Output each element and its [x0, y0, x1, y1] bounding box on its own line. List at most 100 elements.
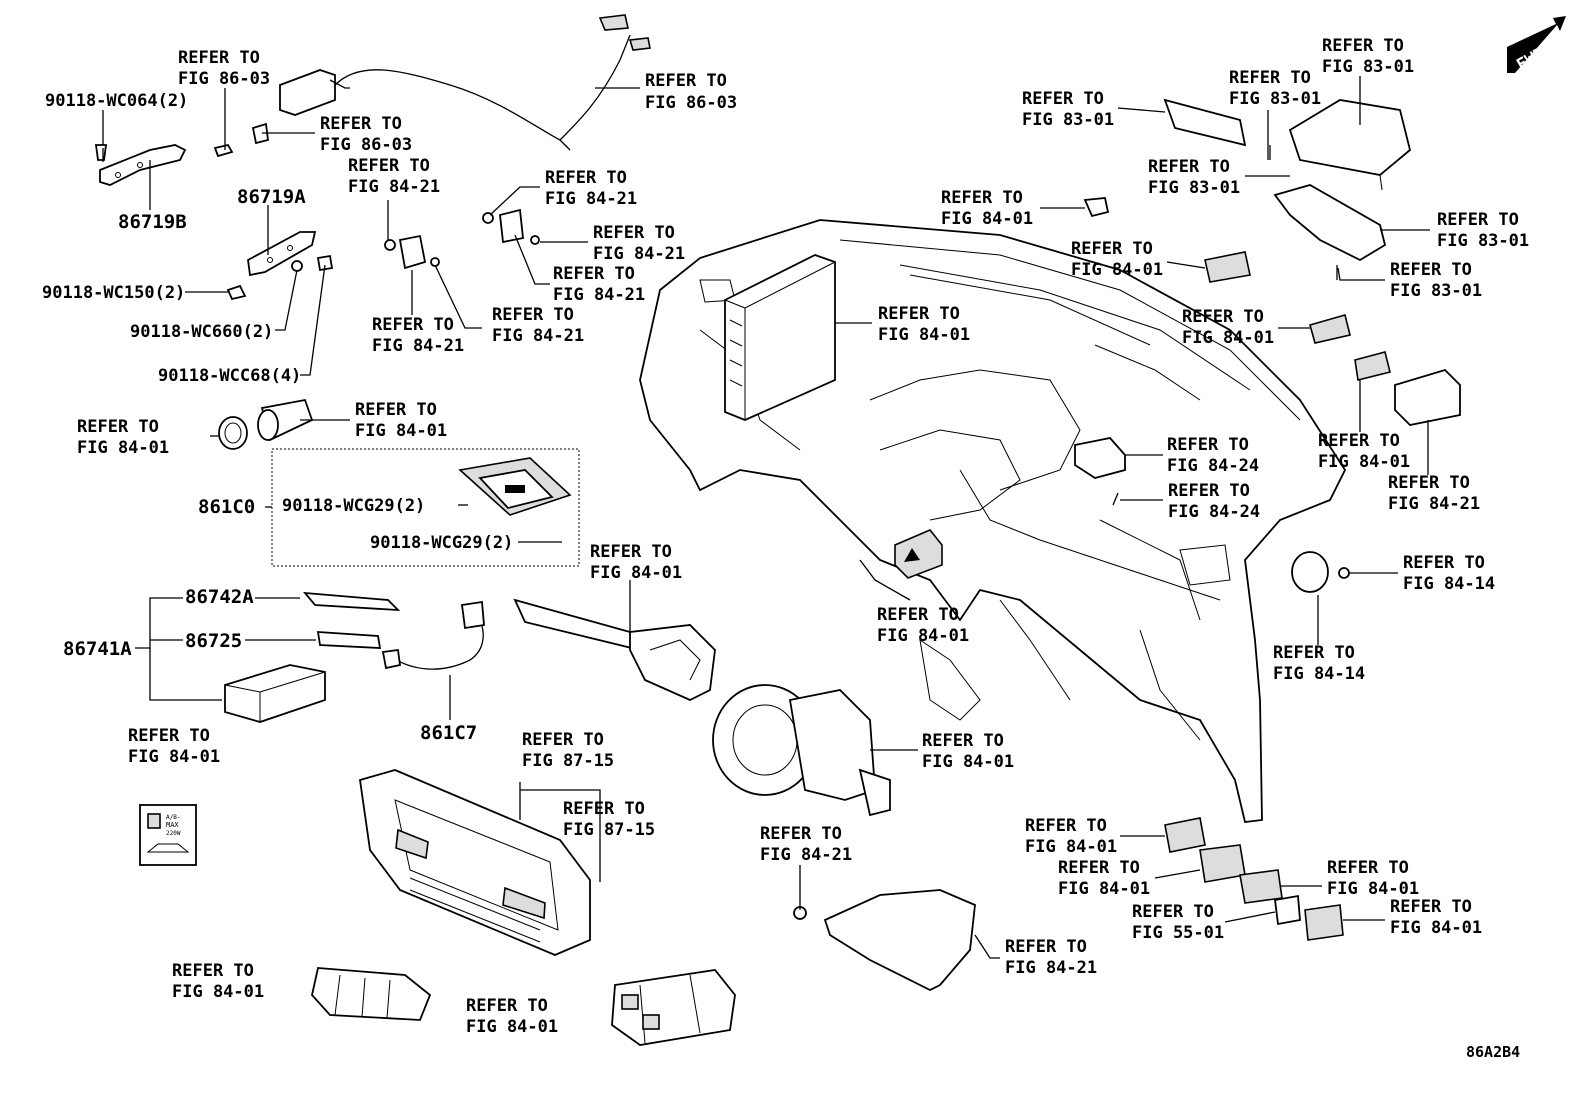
panel-83-01-drawing: [1163, 98, 1247, 147]
refer-label: REFER TO: [320, 114, 402, 134]
refer-label: REFER TO: [941, 188, 1023, 208]
fig-ref-label: FIG 84-01: [1327, 879, 1419, 899]
fig-ref-label: FIG 86-03: [320, 135, 412, 155]
refer-label: REFER TO: [1229, 68, 1311, 88]
fig-ref-label: FIG 84-01: [1058, 879, 1150, 899]
harness-86-03-drawing: [213, 14, 651, 158]
refer-label: REFER TO: [1327, 858, 1409, 878]
fig-ref-label: FIG 83-01: [1437, 231, 1529, 251]
refer-label: REFER TO: [522, 730, 604, 750]
sensor-84-01-drawing: [1083, 197, 1461, 426]
fig-ref-label: FIG 84-01: [1182, 328, 1274, 348]
fig-ref-label: FIG 84-14: [1403, 574, 1495, 594]
refer-label: REFER TO: [492, 305, 574, 325]
fig-ref-label: FIG 84-01: [1071, 260, 1163, 280]
part-number-label: 86725: [185, 630, 242, 652]
label-card-line2: MAX: [166, 821, 179, 829]
fig-ref-label: FIG 83-01: [1022, 110, 1114, 130]
label-card-line3: 220W: [166, 830, 181, 837]
fig-ref-label: FIG 84-01: [922, 752, 1014, 772]
refer-label: REFER TO: [1148, 157, 1230, 177]
refer-label: REFER TO: [1182, 307, 1264, 327]
fig-ref-label: FIG 84-21: [760, 845, 852, 865]
refer-label: REFER TO: [878, 304, 960, 324]
label-card-line1: A/B-: [166, 814, 180, 821]
relay-84-24-drawing: [1074, 437, 1126, 506]
refer-label: REFER TO: [1403, 553, 1485, 573]
refer-label: REFER TO: [1167, 435, 1249, 455]
fwd-arrow-icon: FWD: [1507, 16, 1566, 74]
fig-ref-label: FIG 55-01: [1132, 923, 1224, 943]
refer-label: REFER TO: [545, 168, 627, 188]
refer-label: REFER TO: [760, 824, 842, 844]
part-number-label: 90118-WC150(2): [42, 283, 185, 303]
fig-ref-label: FIG 84-01: [1390, 918, 1482, 938]
diagram-id: 86A2B4: [1466, 1043, 1520, 1061]
refer-label: REFER TO: [77, 417, 159, 437]
part-number-label: 90118-WC660(2): [130, 322, 273, 342]
refer-label: REFER TO: [172, 961, 254, 981]
fig-ref-label: FIG 84-24: [1167, 456, 1259, 476]
refer-label: REFER TO: [593, 223, 675, 243]
fig-ref-label: FIG 86-03: [645, 93, 737, 113]
refer-label: REFER TO: [1132, 902, 1214, 922]
refer-label: REFER TO: [1022, 89, 1104, 109]
fig-ref-label: FIG 87-15: [563, 820, 655, 840]
part-number-label: 90118-WCG29(2): [282, 496, 425, 516]
fig-ref-label: FIG 84-01: [1318, 452, 1410, 472]
cable-861c7-drawing: [381, 600, 485, 670]
refer-label: REFER TO: [553, 264, 635, 284]
bracket-86719a-drawing: [226, 231, 334, 301]
refer-label: REFER TO: [1058, 858, 1140, 878]
refer-label: REFER TO: [1318, 431, 1400, 451]
part-number-label: 90118-WCC68(4): [158, 366, 301, 386]
refer-label: REFER TO: [1005, 937, 1087, 957]
refer-label: REFER TO: [877, 605, 959, 625]
fig-ref-label: FIG 84-14: [1273, 664, 1365, 684]
fig-ref-label: FIG 83-01: [1322, 57, 1414, 77]
spiral-cable-drawing: [712, 684, 891, 817]
part-number-label: 861C7: [420, 722, 477, 744]
part-number-label: 90118-WCG29(2): [370, 533, 513, 553]
sensor-84-14-drawing: [1291, 551, 1350, 593]
module-86741a-drawing: [224, 664, 326, 723]
bracket-83-01-drawing: [1273, 184, 1387, 262]
caution-label-card: A/B- MAX 220W: [139, 804, 197, 866]
switch-d-drawing: [1274, 894, 1301, 926]
refer-label: REFER TO: [1168, 481, 1250, 501]
refer-label: REFER TO: [563, 799, 645, 819]
refer-label: REFER TO: [348, 156, 430, 176]
labels: REFER TO FIG 86-03 90118-WC064(2) 86719B…: [42, 36, 1529, 1061]
refer-label: REFER TO: [128, 726, 210, 746]
ecu-module-drawing: [724, 254, 836, 421]
fig-ref-label: FIG 84-01: [77, 438, 169, 458]
fig-ref-label: FIG 84-01: [355, 421, 447, 441]
refer-label: REFER TO: [372, 315, 454, 335]
fig-ref-label: FIG 84-21: [492, 326, 584, 346]
part-number-label: 861C0: [198, 496, 255, 518]
fig-ref-label: FIG 83-01: [1229, 89, 1321, 109]
switch-block-right-drawing: [611, 969, 736, 1046]
power-outlet-drawing: [218, 398, 314, 450]
refer-label: REFER TO: [1322, 36, 1404, 56]
switch-c-drawing: [1239, 869, 1283, 904]
refer-label: REFER TO: [1390, 897, 1472, 917]
tuner-86725-drawing: [316, 631, 382, 649]
refer-label: REFER TO: [1273, 643, 1355, 663]
part-number-label: 86719A: [237, 186, 306, 208]
combination-switch-drawing: [513, 598, 716, 701]
leader-lines: [102, 76, 1430, 959]
refer-label: REFER TO: [355, 400, 437, 420]
fig-ref-label: FIG 83-01: [1390, 281, 1482, 301]
refer-label: REFER TO: [645, 71, 727, 91]
fig-ref-label: FIG 84-21: [1388, 494, 1480, 514]
climate-control-panel-drawing: [358, 769, 591, 956]
fig-ref-label: FIG 84-21: [1005, 958, 1097, 978]
switch-b-drawing: [1199, 844, 1246, 883]
fig-ref-label: FIG 84-21: [348, 177, 440, 197]
part-number-label: 86719B: [118, 211, 187, 233]
fig-ref-label: FIG 84-01: [1025, 837, 1117, 857]
refer-label: REFER TO: [590, 542, 672, 562]
switch-a-drawing: [1164, 817, 1206, 853]
